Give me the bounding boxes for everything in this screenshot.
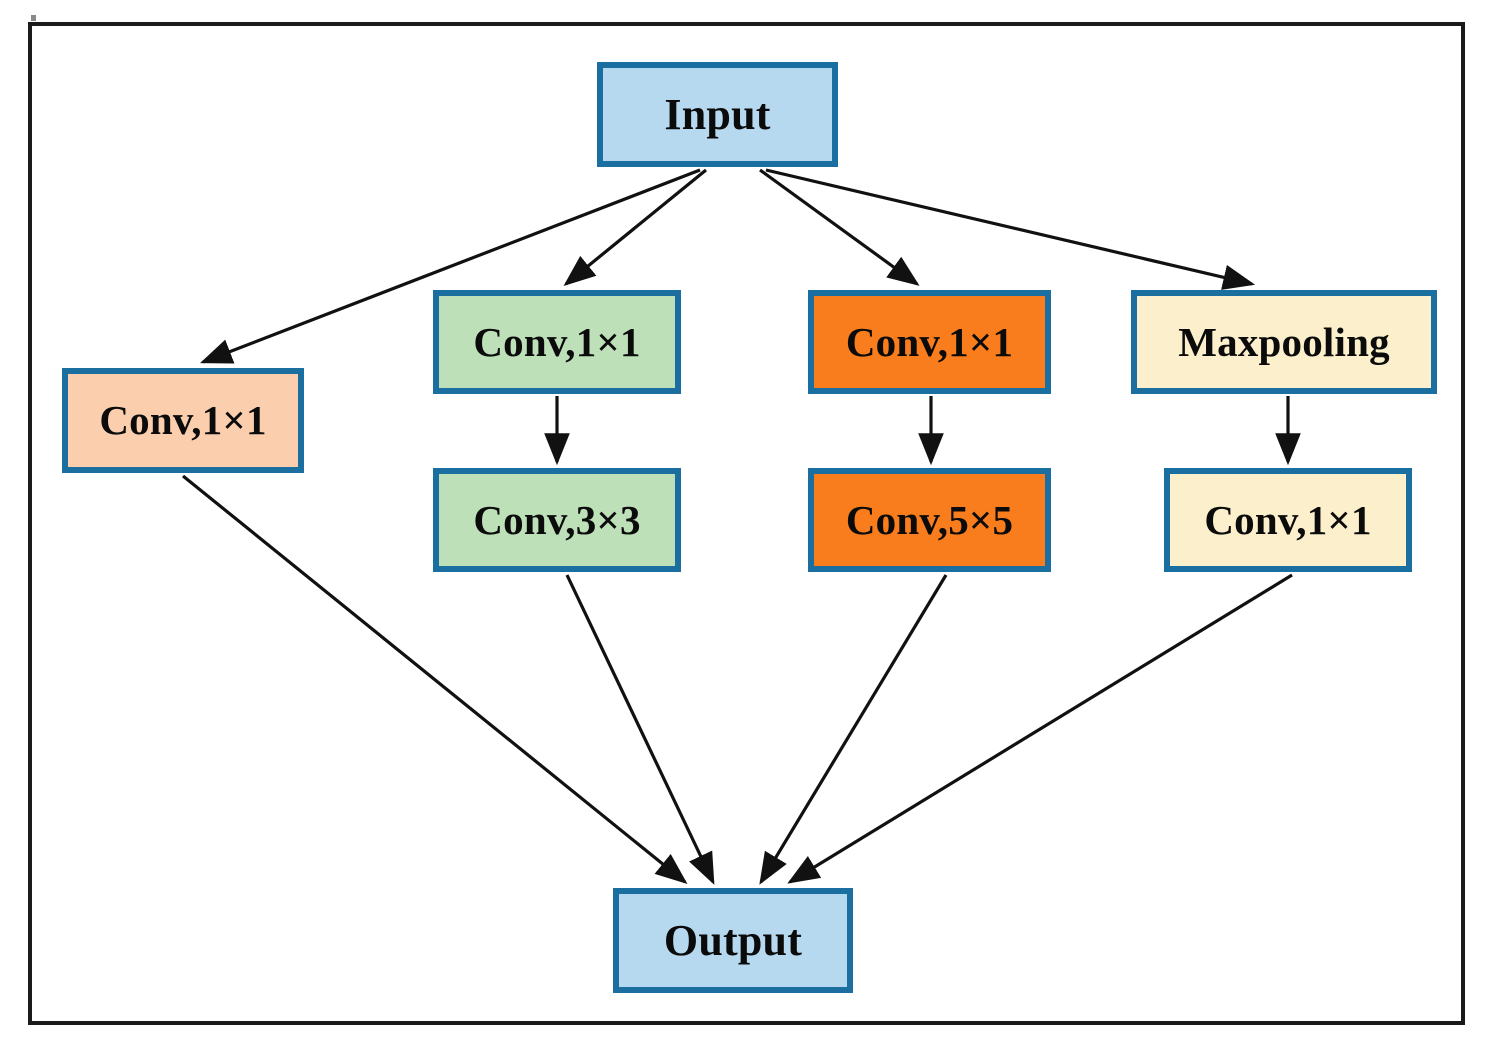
node-branch4-maxpooling-label: Maxpooling: [1178, 318, 1390, 365]
node-branch1-conv1x1[interactable]: Conv,1×1: [62, 368, 304, 473]
node-branch4-maxpooling[interactable]: Maxpooling: [1131, 290, 1437, 394]
corner-artifact-dot: [31, 15, 36, 21]
node-branch1-conv1x1-label: Conv,1×1: [99, 397, 267, 443]
node-branch3-conv1x1[interactable]: Conv,1×1: [808, 290, 1051, 394]
node-branch2-conv1x1[interactable]: Conv,1×1: [433, 290, 681, 394]
node-branch2-conv3x3-label: Conv,3×3: [473, 496, 641, 543]
node-branch2-conv1x1-label: Conv,1×1: [473, 318, 641, 365]
node-branch2-conv3x3[interactable]: Conv,3×3: [433, 468, 681, 572]
node-branch4-conv1x1[interactable]: Conv,1×1: [1164, 468, 1412, 572]
node-branch3-conv5x5-label: Conv,5×5: [845, 496, 1014, 543]
node-input-label: Input: [664, 89, 771, 139]
figure-frame-border: [28, 22, 1465, 1025]
node-output-label: Output: [663, 915, 803, 965]
node-branch3-conv1x1-label: Conv,1×1: [845, 318, 1014, 365]
node-output[interactable]: Output: [613, 888, 853, 993]
node-branch4-conv1x1-label: Conv,1×1: [1204, 496, 1372, 543]
node-input[interactable]: Input: [597, 62, 838, 167]
node-branch3-conv5x5[interactable]: Conv,5×5: [808, 468, 1051, 572]
